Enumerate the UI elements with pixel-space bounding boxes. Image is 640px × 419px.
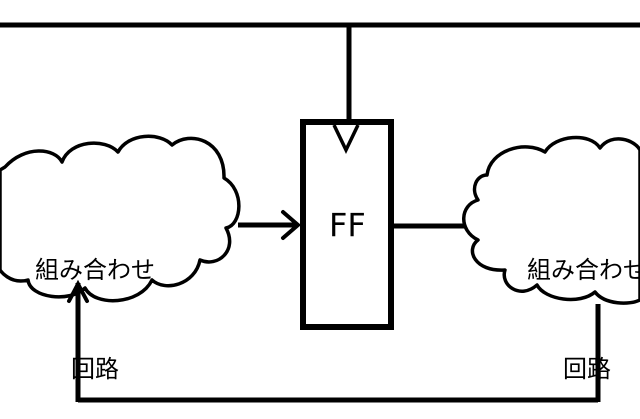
left-cloud-label-line-2: 回路 xyxy=(71,355,119,383)
right-cloud-label: 組み合わせ 回路 xyxy=(492,188,640,419)
left-cloud-label: 組み合わせ 回路 xyxy=(0,188,190,419)
combinational-circuit-cloud-right xyxy=(462,135,640,305)
data-in-arrowhead xyxy=(281,210,302,240)
left-cloud-label-line-1: 組み合わせ xyxy=(35,256,155,284)
flip-flop-box xyxy=(300,119,394,330)
right-cloud-label-line-1: 組み合わせ xyxy=(527,256,640,284)
flip-flop-label: FF xyxy=(329,206,366,244)
clock-input-triangle-icon xyxy=(332,124,360,155)
combinational-circuit-cloud-left xyxy=(0,134,241,303)
right-cloud-label-line-2: 回路 xyxy=(563,355,611,383)
feedback-arrowhead xyxy=(67,279,89,303)
